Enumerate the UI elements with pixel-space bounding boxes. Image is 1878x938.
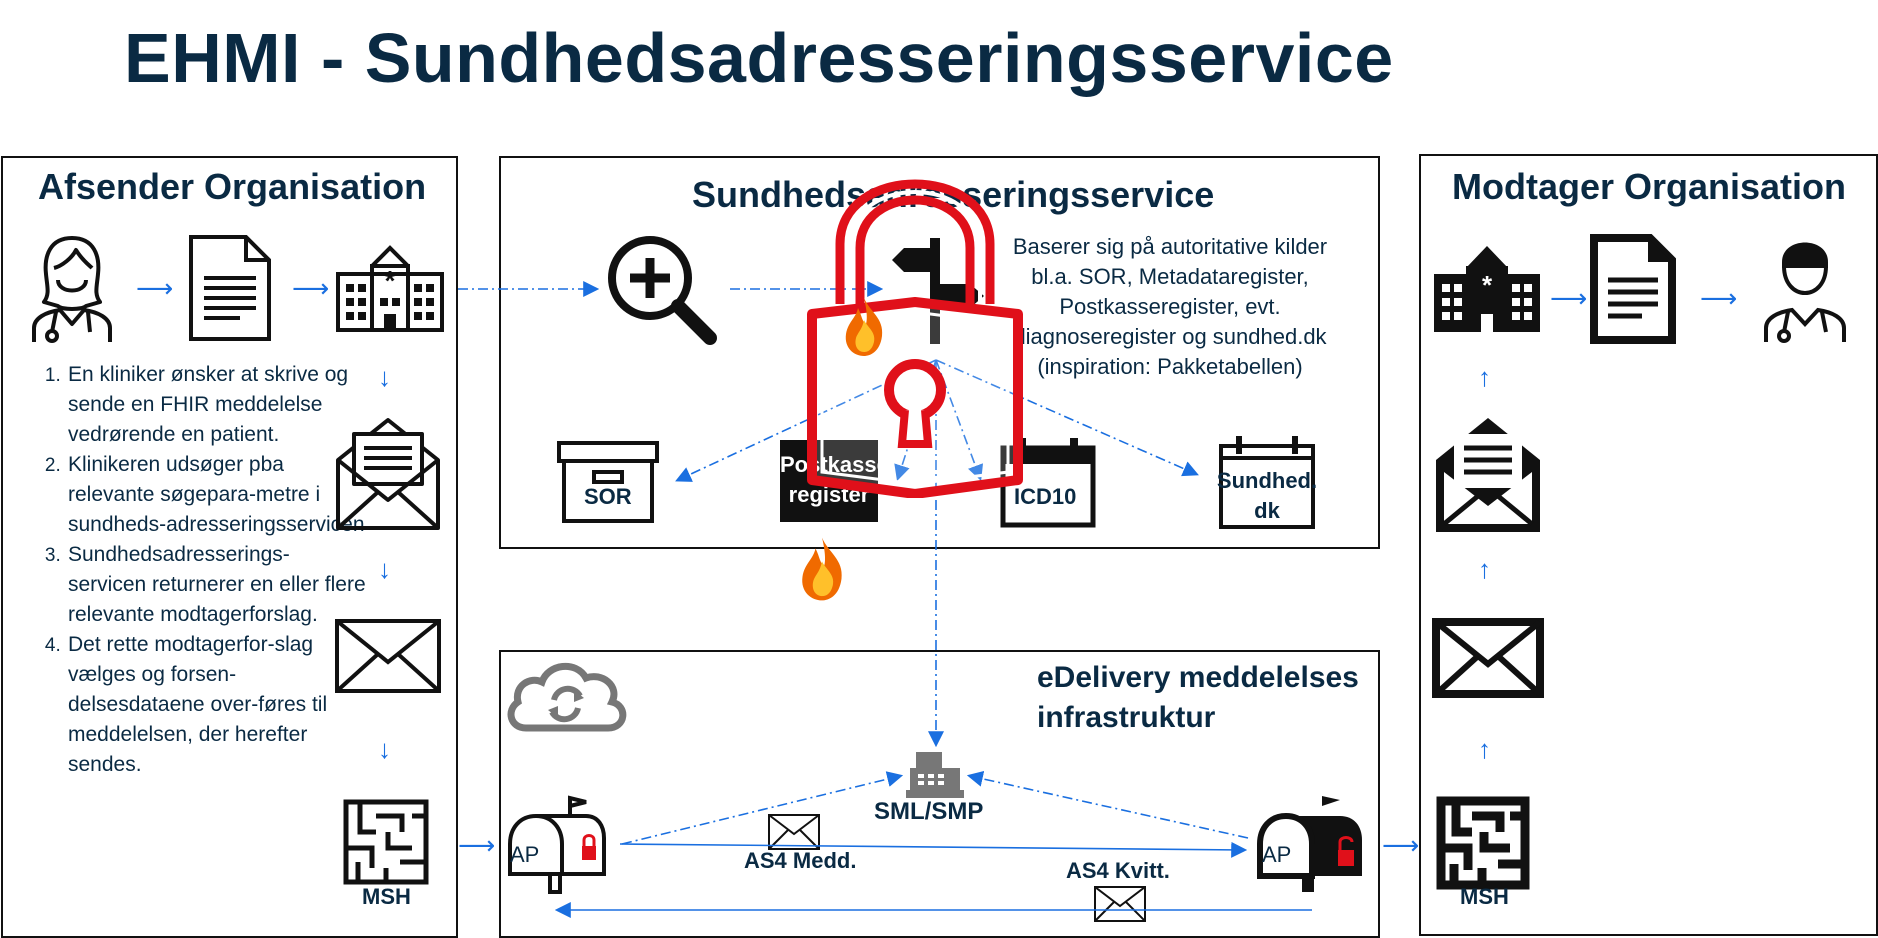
calendar-icon: [1000, 438, 1096, 528]
fire-icon: [802, 537, 842, 601]
edelivery-heading: eDelivery meddelelses infrastruktur: [1037, 658, 1359, 738]
open-envelope-icon: [1436, 418, 1540, 532]
description-line-3: Postkasseregister, evt.: [1059, 294, 1281, 319]
source-sundhed-label: Sundhed. dk: [1212, 466, 1322, 526]
cloud-sync-icon: [507, 662, 627, 732]
mailbox-icon: [508, 795, 606, 894]
archive-box-icon: [557, 441, 659, 523]
receiver-msh-label: MSH: [1460, 884, 1509, 909]
receiver-arrow-up-2: ↑: [1478, 554, 1491, 584]
flow-arrow-2: ⟶: [292, 273, 330, 303]
edelivery-heading-1: eDelivery meddelelses: [1037, 661, 1359, 694]
document-icon: [189, 235, 271, 341]
padlock-icon: [807, 179, 1023, 498]
source-icd-label: ICD10: [1014, 484, 1077, 509]
step-2: Klinikeren udsøger pba relevante søgepar…: [66, 450, 366, 540]
sender-to-ap-arrow: ⟶: [458, 830, 496, 860]
as4-kvitt-label: AS4 Kvitt.: [1066, 858, 1170, 883]
sml-smp-label: SML/SMP: [874, 798, 984, 825]
description-line-5: (inspiration: Pakketabellen): [1037, 354, 1303, 379]
cash-register-icon: [906, 752, 964, 798]
document-icon: [1590, 234, 1676, 344]
doctor-male-icon: [1764, 242, 1846, 343]
svg-text:*: *: [1482, 270, 1493, 300]
hospital-icon: *: [336, 245, 444, 332]
sundhed-label-2: dk: [1254, 498, 1280, 523]
receiver-arrow-right-1: ⟶: [1550, 283, 1588, 313]
svg-text:*: *: [385, 265, 396, 296]
source-sor-label: SOR: [584, 484, 632, 509]
page-title: EHMI - Sundhedsadresseringsservice: [124, 19, 1394, 97]
step-3: Sundhedsadresserings-servicen returnerer…: [66, 540, 366, 630]
receiver-heading: Modtager Organisation: [1452, 166, 1847, 207]
calendar-icon: [1219, 436, 1315, 529]
sender-steps: En kliniker ønsker at skrive og sende en…: [14, 360, 366, 780]
edelivery-heading-2: infrastruktur: [1037, 701, 1216, 734]
hospital-icon: *: [1434, 246, 1540, 332]
fire-icon: [845, 298, 883, 356]
flow-arrow-1: ⟶: [136, 273, 174, 303]
ap-to-receiver-arrow: ⟶: [1382, 830, 1420, 860]
envelope-icon: [1432, 618, 1544, 698]
flow-arrow-down-1: ↓: [378, 362, 391, 392]
ap-right-label: AP: [1262, 842, 1292, 867]
open-envelope-icon: [336, 418, 440, 530]
as4-medd-label: AS4 Medd.: [744, 848, 857, 873]
ap-left-label: AP: [510, 842, 540, 867]
doctor-female-icon: [32, 236, 112, 343]
magnifier-plus-icon: [608, 236, 717, 345]
receiver-arrow-up-1: ↑: [1478, 362, 1491, 392]
maze-icon: [343, 799, 429, 885]
step-1: En kliniker ønsker at skrive og sende en…: [66, 360, 366, 450]
description-line-2: bl.a. SOR, Metadataregister,: [1031, 264, 1309, 289]
flow-arrow-down-2: ↓: [378, 554, 391, 584]
sender-msh-label: MSH: [362, 884, 411, 909]
receiver-arrow-up-3: ↑: [1478, 734, 1491, 764]
receiver-arrow-right-2: ⟶: [1700, 283, 1738, 313]
description-line-4: diagnoseregister og sundhed.dk: [1013, 324, 1327, 349]
envelope-icon: [1094, 886, 1146, 922]
description-line-1: Baserer sig på autoritative kilder: [1012, 234, 1328, 259]
sender-heading: Afsender Organisation: [38, 166, 427, 207]
mailbox-icon: [1257, 796, 1362, 892]
envelope-icon: [335, 619, 441, 693]
maze-icon: [1436, 796, 1530, 890]
flow-arrow-down-3: ↓: [378, 734, 391, 764]
sundhed-label-1: Sundhed.: [1216, 468, 1318, 493]
service-description: Baserer sig på autoritative kilder bl.a.…: [1000, 232, 1340, 382]
step-4: Det rette modtagerfor-slag vælges og for…: [66, 630, 366, 780]
